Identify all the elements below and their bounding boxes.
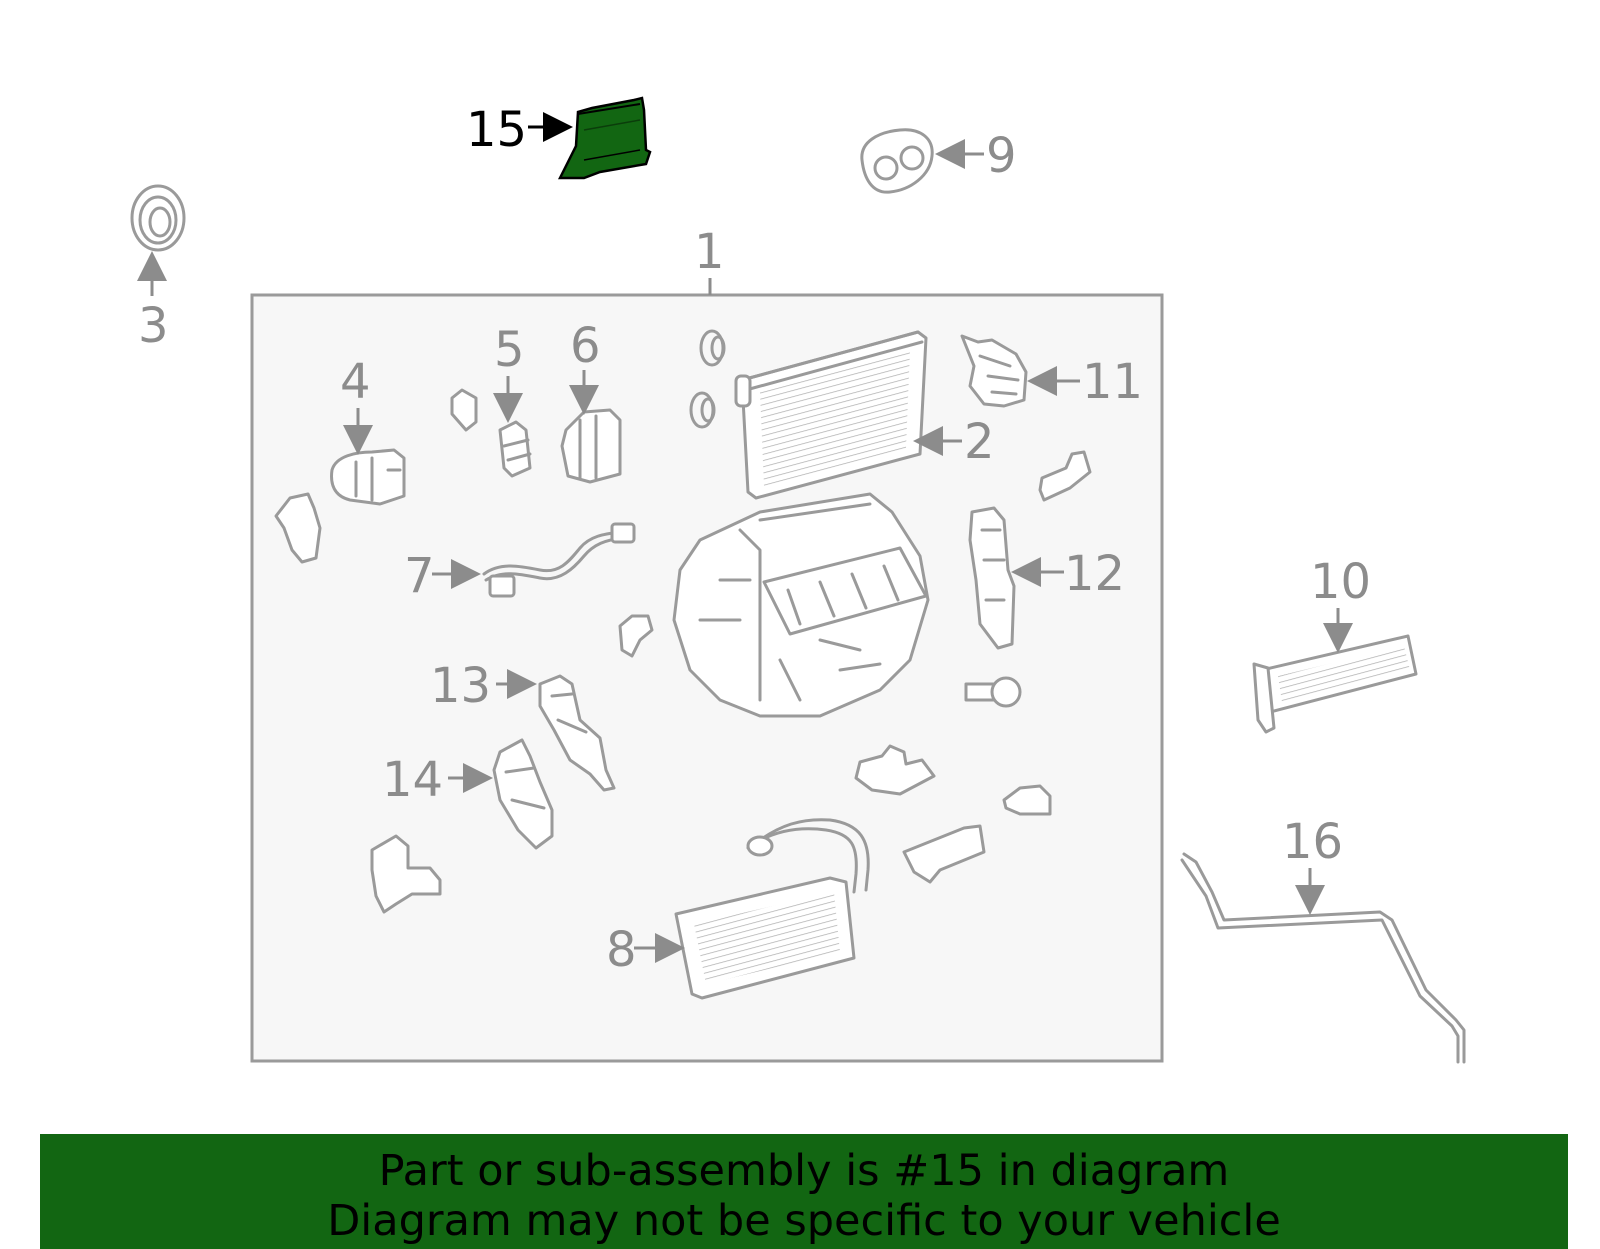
duct-part-a bbox=[854, 744, 936, 796]
duct-part-c bbox=[902, 824, 986, 884]
part-16-tube bbox=[1180, 852, 1466, 1064]
part-4-actuator bbox=[330, 408, 406, 506]
part-5-sensor bbox=[493, 376, 532, 478]
callout-11: 11 bbox=[1082, 354, 1143, 410]
part-12-actuator bbox=[968, 506, 1064, 650]
o-rings bbox=[689, 329, 726, 429]
left-clip-part bbox=[274, 492, 322, 564]
clip-part bbox=[450, 388, 478, 432]
callout-3: 3 bbox=[138, 298, 169, 354]
hvac-case bbox=[672, 492, 930, 718]
screw-part bbox=[964, 676, 1022, 708]
part-7-wire-harness bbox=[432, 522, 636, 598]
callout-8: 8 bbox=[606, 922, 637, 978]
part-13-actuator bbox=[496, 669, 616, 792]
callout-10: 10 bbox=[1310, 554, 1371, 610]
callout-4: 4 bbox=[340, 354, 371, 410]
callout-6: 6 bbox=[570, 318, 601, 374]
bracket-part bbox=[1038, 450, 1092, 502]
callout-12: 12 bbox=[1064, 546, 1125, 602]
info-banner: Part or sub-assembly is #15 in diagram D… bbox=[40, 1134, 1568, 1249]
callout-9: 9 bbox=[986, 128, 1017, 184]
small-duct-part bbox=[618, 614, 654, 658]
part-9-gasket bbox=[860, 128, 984, 194]
callout-16: 16 bbox=[1282, 814, 1343, 870]
callout-13: 13 bbox=[430, 658, 491, 714]
part-14-actuator bbox=[448, 738, 554, 850]
callout-5: 5 bbox=[494, 322, 525, 378]
callout-2: 2 bbox=[964, 414, 995, 470]
banner-line-2: Diagram may not be specific to your vehi… bbox=[327, 1196, 1281, 1246]
duct-part-b bbox=[1002, 784, 1052, 816]
part-8-heater-core bbox=[634, 818, 870, 1000]
callout-15: 15 bbox=[466, 102, 527, 158]
part-2-evaporator bbox=[734, 330, 962, 500]
part-6-actuator bbox=[560, 370, 622, 484]
banner-line-1: Part or sub-assembly is #15 in diagram bbox=[378, 1146, 1230, 1196]
part-11-bracket bbox=[960, 334, 1080, 408]
lower-clip-part bbox=[370, 834, 442, 914]
callout-14: 14 bbox=[382, 752, 443, 808]
part-10-heater bbox=[1252, 608, 1418, 734]
callout-1: 1 bbox=[694, 224, 725, 280]
part-15-highlighted bbox=[528, 96, 652, 180]
callout-7: 7 bbox=[404, 548, 435, 604]
part-3-grommet bbox=[130, 184, 186, 296]
